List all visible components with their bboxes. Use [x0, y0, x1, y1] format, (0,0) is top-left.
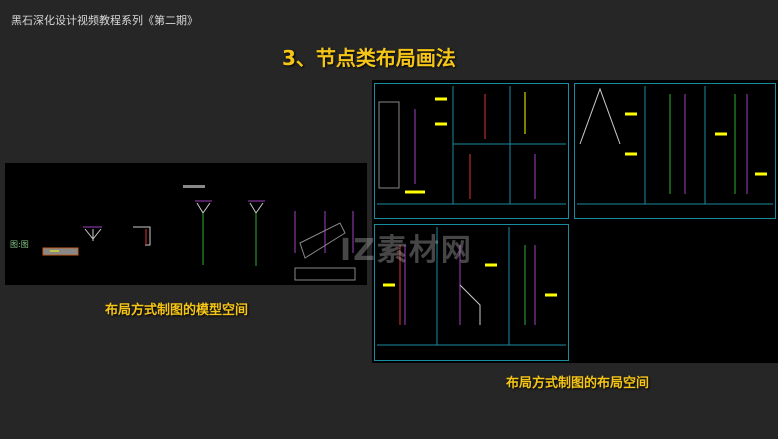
layout-space-caption: 布局方式制图的布局空间 — [506, 376, 650, 391]
model-space-screenshot: 图:图 — [5, 163, 367, 285]
svg-text:图:图: 图:图 — [10, 240, 29, 249]
model-space-caption: 布局方式制图的模型空间 — [105, 303, 249, 318]
series-title: 黑石深化设计视频教程系列《第二期》 — [11, 14, 198, 27]
watermark: IZ素材网 — [340, 233, 473, 268]
layout-sheet-2 — [574, 83, 776, 219]
layout-space-screenshot — [372, 80, 778, 363]
layout-sheet-1 — [374, 83, 569, 219]
layout-sheet-3 — [374, 224, 569, 361]
slide-title: 3、节点类布局画法 — [282, 46, 456, 70]
